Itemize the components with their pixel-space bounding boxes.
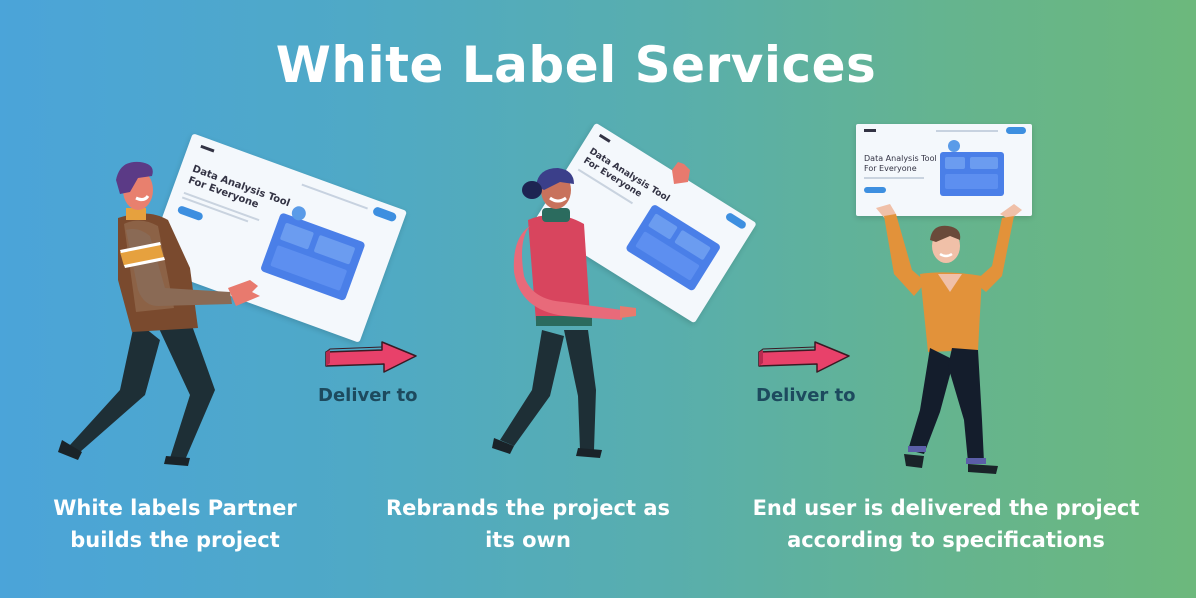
mockup-logo	[864, 129, 876, 132]
step-1-illustration: Data Analysis Tool For Everyone	[40, 133, 420, 480]
arrow-right-icon	[325, 341, 417, 373]
website-mockup-card: Data Analysis Tool For Everyone	[856, 124, 1032, 216]
mockup-pie-chart	[948, 140, 960, 152]
mockup-dashboard-illustration	[940, 152, 1004, 196]
mockup-nav	[936, 130, 998, 132]
mockup-logo	[598, 133, 611, 143]
step-3-illustration: Data Analysis Tool For Everyone	[850, 120, 1050, 490]
mockup-nav-button	[724, 211, 748, 231]
deliver-label-1: Deliver to	[318, 385, 418, 406]
man-carrying-figure	[58, 161, 260, 466]
deliver-arrow-1	[322, 340, 420, 376]
page-title: White Label Services	[0, 36, 1196, 94]
step-1-caption: White labels Partner builds the project	[53, 496, 297, 552]
arrow-right-icon	[758, 341, 850, 373]
step-3-caption: End user is delivered the project accord…	[752, 496, 1140, 552]
deliver-label-2: Deliver to	[756, 385, 856, 406]
deliver-arrow-2	[755, 340, 853, 376]
woman-carrying-figure	[492, 168, 636, 458]
mockup-nav-button	[371, 205, 398, 223]
mockup-text-line	[864, 177, 924, 179]
man-holding-figure	[876, 204, 1022, 474]
step-2-caption: Rebrands the project as its own	[385, 496, 671, 552]
step-2-illustration: Data Analysis Tool For Everyone	[480, 120, 770, 470]
mockup-headline: Data Analysis Tool For Everyone	[864, 154, 937, 173]
title-text: White Label Services	[275, 36, 877, 94]
mockup-nav-button	[1006, 127, 1026, 134]
mockup-cta-button	[864, 187, 886, 193]
hand-icon	[672, 162, 690, 184]
mockup-nav	[301, 183, 368, 210]
